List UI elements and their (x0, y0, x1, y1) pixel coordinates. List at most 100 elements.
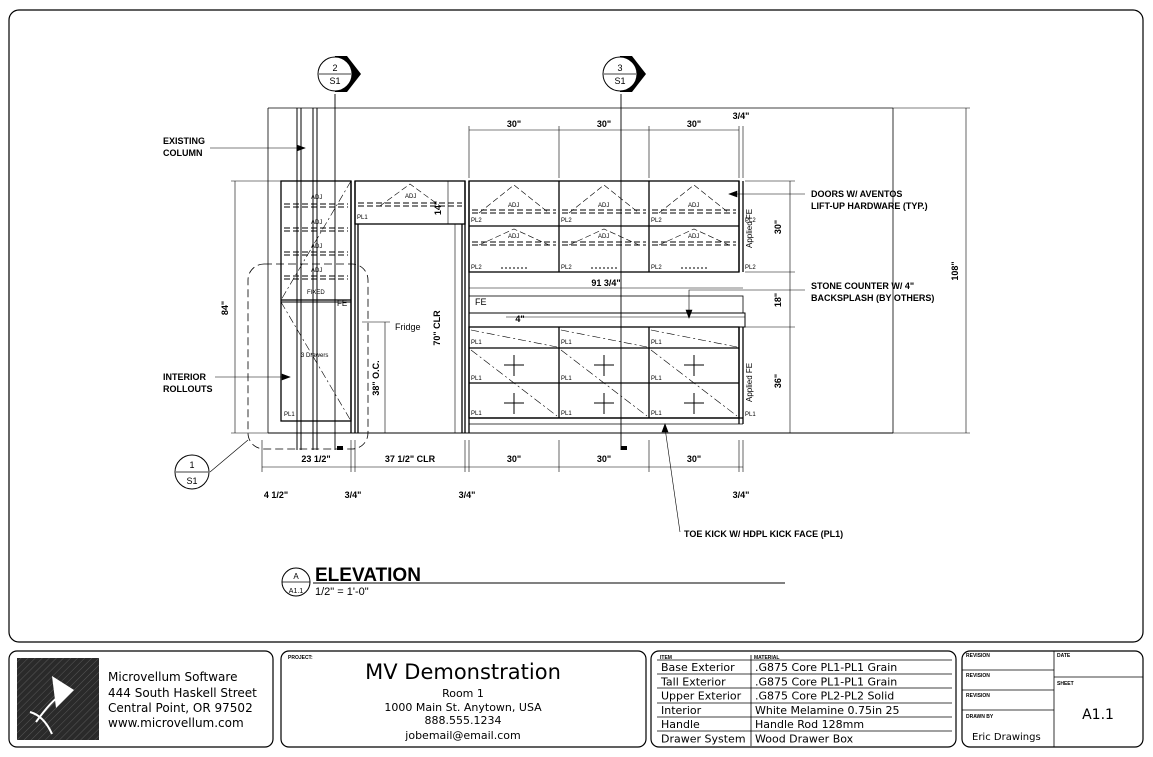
company-website: www.microvellum.com (108, 716, 244, 730)
pl1-label-10: PL1 (561, 411, 572, 417)
adj-label-1: ADJ (311, 195, 322, 201)
material-item-6: Drawer System (661, 733, 746, 746)
company-address-2: Central Point, OR 97502 (108, 701, 253, 715)
dim-top-right: 3/4" (733, 111, 750, 121)
counter-note-1: STONE COUNTER W/ 4" (811, 281, 914, 291)
material-value-5: Handle Rod 128mm (755, 718, 864, 731)
drawn-by-label: DRAWN BY (966, 714, 994, 720)
pl1-label-8: PL1 (651, 376, 662, 382)
dimension-lines (231, 107, 970, 472)
interior-rollouts-label-1: INTERIOR (163, 372, 207, 382)
revision-label-2: REVISION (966, 673, 990, 679)
pl2-label-6: PL2 (651, 265, 662, 271)
elevation-tag-letter: A (293, 572, 299, 581)
pl1-label-1: PL1 (357, 215, 368, 221)
materials-panel (650, 650, 957, 748)
fe-tall-label: FE (337, 299, 347, 308)
dim-b-4half: 4 1/2" (264, 490, 288, 500)
project-panel (280, 650, 647, 748)
material-value-1: .G875 Core PL1-PL1 Grain (755, 661, 897, 674)
pl2-label-4: PL2 (471, 265, 482, 271)
sheet-number: A1.1 (1082, 707, 1114, 723)
section-2-number: 2 (332, 63, 337, 73)
company-info: Microvellum Software 444 South Haskell S… (17, 658, 257, 740)
dim-w-91: 91 3/4" (591, 278, 620, 288)
adj-label-10: ADJ (598, 234, 609, 240)
doors-note-1: DOORS W/ AVENTOS (811, 189, 902, 199)
drawing-labels: EXISTING COLUMN INTERIOR ROLLOUTS DOORS … (163, 136, 934, 539)
company-address-1: 444 South Haskell Street (108, 686, 257, 700)
detail-marker-1[interactable]: 1 S1 (174, 454, 210, 490)
adj-label-6: ADJ (508, 203, 519, 209)
project-name: MV Demonstration (365, 660, 561, 684)
pl1-label-5: PL1 (651, 340, 662, 346)
interior-rollouts-label-2: ROLLOUTS (163, 384, 213, 394)
adj-label-2: ADJ (311, 220, 322, 226)
pl2-label-3: PL2 (651, 218, 662, 224)
project-phone: 888.555.1234 (425, 714, 502, 727)
dim-upper-w1: 30" (507, 119, 521, 129)
dim-base-w1: 30" (507, 454, 521, 464)
elevation-title-block: A A1.1 ELEVATION 1/2" = 1'-0" (281, 565, 785, 598)
pl2-label-8: PL2 (745, 265, 756, 271)
section-3-sheet: S1 (614, 76, 625, 86)
dim-h-84: 84" (220, 301, 230, 315)
pl1-label-3: PL1 (471, 340, 482, 346)
adj-label-8: ADJ (688, 203, 699, 209)
detail-1-number: 1 (189, 460, 194, 470)
dim-upper-w2: 30" (597, 119, 611, 129)
revision-label-3: REVISION (966, 693, 990, 699)
sheet-label: SHEET (1057, 681, 1074, 687)
date-label: DATE (1057, 653, 1071, 659)
pl2-label-7: PL2 (745, 218, 756, 224)
adj-label-3: ADJ (311, 244, 322, 250)
material-item-3: Upper Exterior (661, 690, 742, 703)
company-name: Microvellum Software (108, 670, 237, 684)
revision-label-1: REVISION (966, 653, 990, 659)
applied-fe-base: Applied FE (745, 363, 754, 402)
dim-h-70clr: 70" CLR (432, 310, 442, 346)
adj-label-7: ADJ (598, 203, 609, 209)
material-item-1: Base Exterior (661, 661, 735, 674)
dim-h-14: 14" (433, 201, 443, 215)
pl2-label-1: PL2 (471, 218, 482, 224)
elevation-tag-sheet: A1.1 (289, 588, 304, 595)
fixed-shelf-label: FIXED (307, 290, 325, 296)
pl1-label-11: PL1 (651, 411, 662, 417)
pl1-label-2: PL1 (284, 412, 295, 418)
dim-b-34a: 3/4" (345, 490, 362, 500)
adj-label-11: ADJ (688, 234, 699, 240)
section-marker-3[interactable]: 3 S1 (602, 56, 646, 92)
pl1-label-4: PL1 (561, 340, 572, 346)
material-item-4: Interior (661, 704, 702, 717)
fridge-label: Fridge (395, 322, 421, 332)
dim-h-108: 108" (950, 261, 960, 280)
company-panel (8, 650, 274, 748)
material-value-2: .G875 Core PL1-PL1 Grain (755, 675, 897, 688)
material-item-5: Handle (661, 718, 700, 731)
section-3-number: 3 (617, 63, 622, 73)
adj-label-5: ADJ (405, 194, 416, 200)
revision-panel (961, 650, 1144, 748)
materials-table: ITEM MATERIAL Base Exterior .G875 Core PL… (657, 655, 952, 746)
pl2-label-5: PL2 (561, 265, 572, 271)
item-header: ITEM (660, 655, 672, 661)
dim-bottom-23: 23 1/2" (301, 454, 330, 464)
cabinet-elevation (209, 94, 894, 473)
dim-oc-38: 38" O.C. (371, 360, 381, 395)
detail-1-sheet: S1 (186, 476, 197, 486)
material-header: MATERIAL (754, 655, 779, 661)
drawers-label: 3 Drawers (301, 353, 328, 359)
project-street: 1000 Main St. Anytown, USA (384, 701, 542, 714)
elevation-title: ELEVATION (315, 565, 421, 586)
adj-label-9: ADJ (508, 234, 519, 240)
material-item-2: Tall Exterior (660, 675, 726, 688)
doors-note-2: LIFT-UP HARDWARE (TYP.) (811, 201, 928, 211)
material-value-6: Wood Drawer Box (755, 733, 854, 746)
dim-bottom-37: 37 1/2" CLR (385, 454, 436, 464)
section-2-sheet: S1 (329, 76, 340, 86)
adj-label-4: ADJ (311, 268, 322, 274)
section-marker-2[interactable]: 2 S1 (317, 56, 361, 92)
pl1-label-7: PL1 (561, 376, 572, 382)
elevation-scale: 1/2" = 1'-0" (315, 586, 369, 598)
